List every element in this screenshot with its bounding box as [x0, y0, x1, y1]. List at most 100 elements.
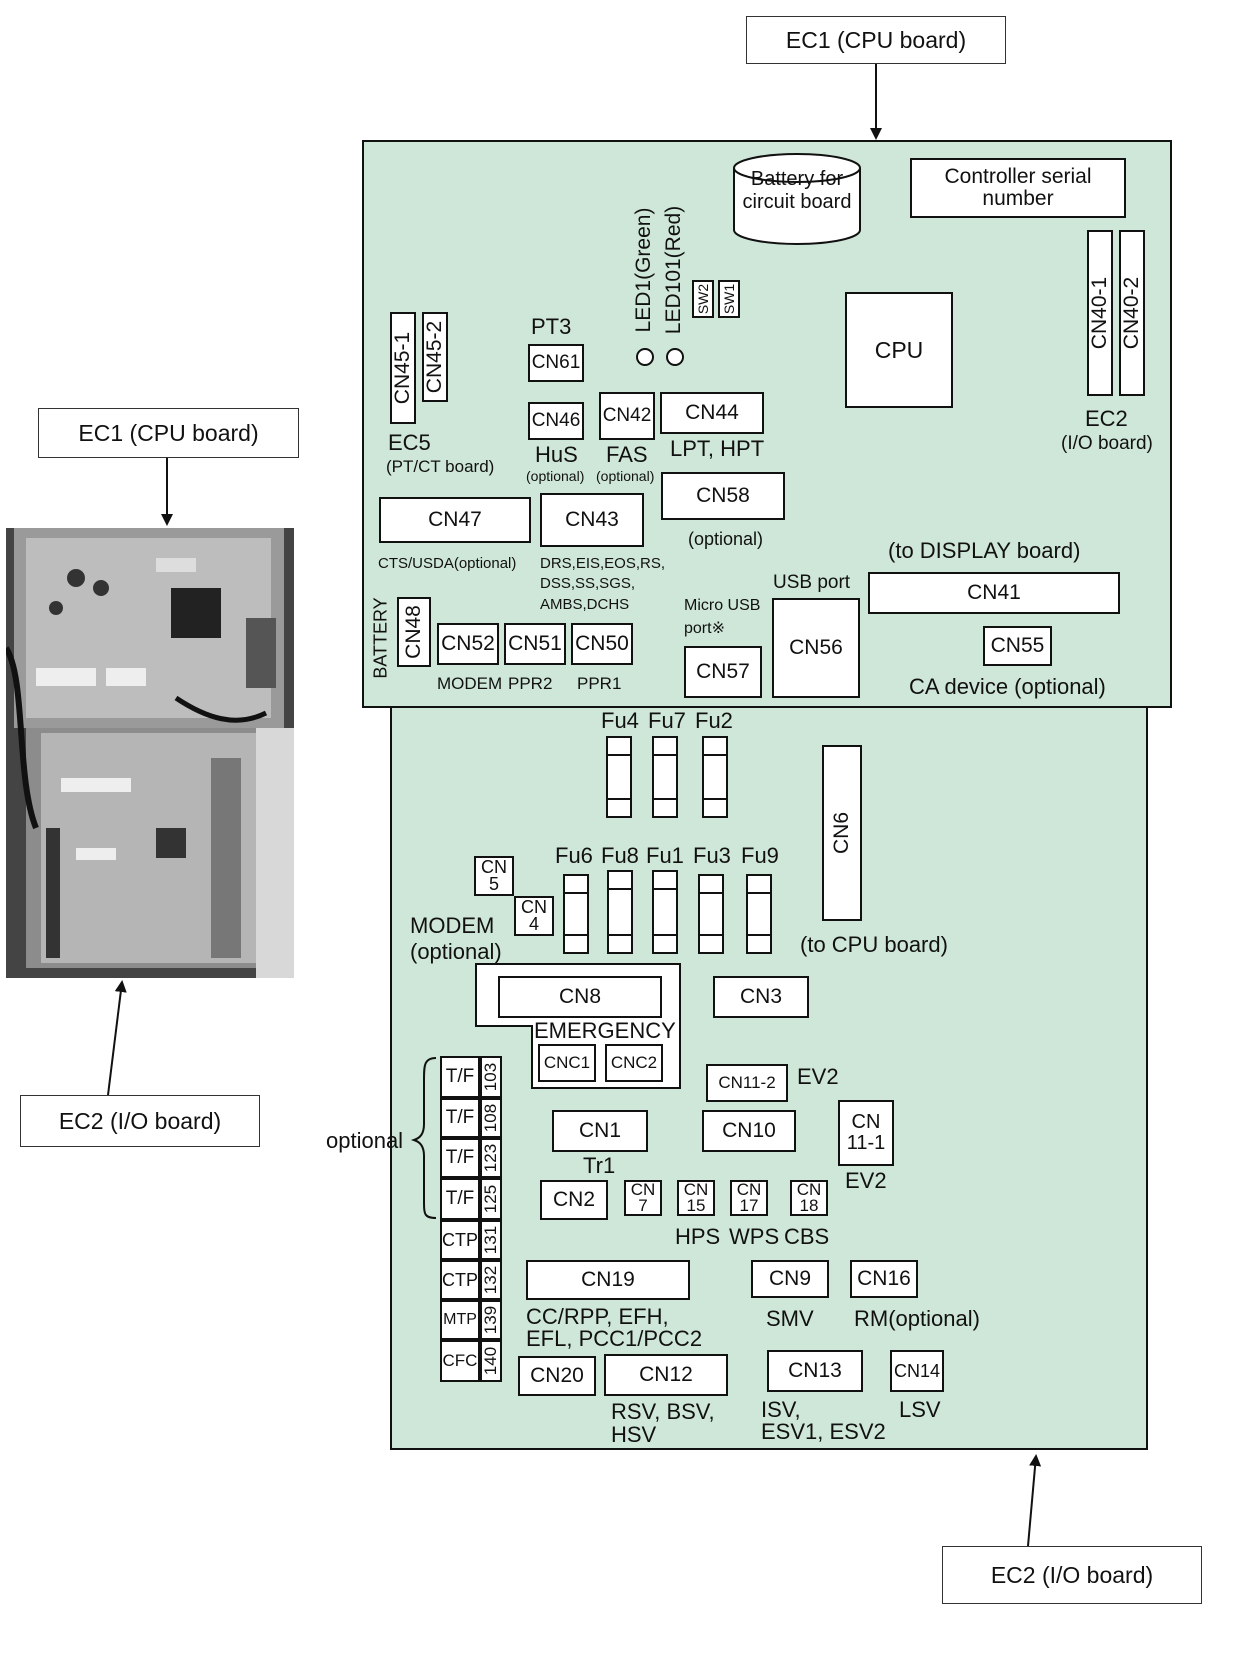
micro-usb-port-label: port※ — [684, 620, 725, 637]
ca-device-label: CA device (optional) — [909, 674, 1106, 699]
fuse-fu8 — [607, 870, 633, 954]
ec2-label: EC2 — [1085, 406, 1128, 431]
cn40-2-connector: CN40-2 — [1119, 230, 1145, 396]
tf-125-block: T/F — [440, 1178, 480, 1220]
micro-usb-label: Micro USB — [684, 597, 761, 614]
callout-ec2-bottom: EC2 (I/O board) — [942, 1546, 1202, 1604]
io-board-label: (I/O board) — [1061, 433, 1153, 454]
cts-usda-label: CTS/USDA(optional) — [378, 555, 517, 572]
tf-123-block: T/F — [440, 1138, 480, 1178]
cn8-connector: CN8 — [498, 976, 662, 1018]
fuse-fu7 — [652, 736, 678, 818]
cn13-signals-line1: ISV, — [761, 1397, 801, 1422]
rm-label: RM(optional) — [854, 1306, 980, 1331]
callout-ec1-left: EC1 (CPU board) — [38, 408, 299, 458]
fu9-label: Fu9 — [741, 843, 779, 868]
ctp-131-block: CTP — [440, 1220, 480, 1260]
fuse-fu1 — [652, 870, 678, 954]
lpt-hpt-label: LPT, HPT — [670, 436, 765, 461]
cn10-connector: CN10 — [702, 1110, 796, 1152]
ppr1-label: PPR1 — [577, 674, 622, 693]
cn43-connector: CN43 — [540, 493, 644, 547]
cn45-1-connector: CN45-1 — [390, 312, 416, 424]
cn1-connector: CN1 — [552, 1110, 648, 1152]
fuse-fu2 — [702, 736, 728, 818]
led101-indicator — [666, 348, 684, 366]
cn14-connector: CN14 — [890, 1350, 944, 1392]
fu7-label: Fu7 — [648, 708, 686, 733]
cn50-connector: CN50 — [571, 623, 633, 665]
terminal-123: 123 — [480, 1138, 502, 1178]
fu3-label: Fu3 — [693, 843, 731, 868]
cn56-usb-connector: CN56 — [772, 598, 860, 698]
cn11-2-connector: CN11-2 — [706, 1064, 788, 1102]
fu8-label: Fu8 — [601, 843, 639, 868]
cn40-1-connector: CN40-1 — [1087, 230, 1113, 396]
cn19-connector: CN19 — [526, 1260, 690, 1300]
terminal-103: 103 — [480, 1056, 502, 1098]
battery-label: Battery for circuit board — [742, 168, 852, 213]
cfc-140-block: CFC — [440, 1340, 480, 1382]
ppr2-label: PPR2 — [508, 674, 553, 693]
fu1-label: Fu1 — [646, 843, 684, 868]
terminal-140: 140 — [480, 1340, 502, 1382]
tf-108-block: T/F — [440, 1098, 480, 1138]
cn51-connector: CN51 — [504, 623, 566, 665]
wps-label: WPS — [729, 1224, 780, 1249]
cpu-chip: CPU — [845, 292, 953, 408]
cn44-connector: CN44 — [660, 392, 764, 434]
tf-103-block: T/F — [440, 1056, 480, 1098]
cn9-connector: CN9 — [751, 1260, 829, 1298]
fu2-label: Fu2 — [695, 708, 733, 733]
cn43-signals-line3: AMBS,DCHS — [540, 596, 630, 613]
modem-label: MODEM — [437, 674, 503, 693]
cn20-connector: CN20 — [518, 1356, 596, 1396]
fu6-label: Fu6 — [555, 843, 593, 868]
cn57-micro-usb-connector: CN57 — [684, 646, 762, 698]
hus-label: HuS — [535, 442, 578, 467]
terminal-131: 131 — [480, 1220, 502, 1260]
led1-indicator — [636, 348, 654, 366]
smv-label: SMV — [766, 1306, 814, 1331]
hus-optional-label: (optional) — [526, 468, 585, 484]
terminal-108: 108 — [480, 1098, 502, 1138]
cbs-label: CBS — [784, 1224, 830, 1249]
ptct-board-label: (PT/CT board) — [386, 457, 495, 476]
cn43-signals-line1: DRS,EIS,EOS,RS, — [540, 555, 666, 572]
cn12-signals-line1: RSV, BSV, — [611, 1399, 715, 1424]
cn55-connector: CN55 — [983, 626, 1052, 666]
cn2-connector: CN2 — [540, 1180, 608, 1220]
terminal-139: 139 — [480, 1300, 502, 1340]
cn13-signals-line2: ESV1, ESV2 — [761, 1419, 886, 1444]
ev2-label-right: EV2 — [845, 1168, 887, 1193]
cn13-connector: CN13 — [767, 1350, 863, 1392]
modem-optional-label: (optional) — [410, 939, 502, 964]
to-display-label: (to DISPLAY board) — [888, 538, 1081, 563]
controller-serial-number: Controller serial number — [910, 158, 1126, 218]
cn42-connector: CN42 — [599, 392, 655, 440]
cn58-connector: CN58 — [661, 472, 785, 520]
cn41-connector: CN41 — [868, 572, 1120, 614]
cn47-connector: CN47 — [379, 497, 531, 543]
cn6-connector: CN6 — [822, 745, 862, 921]
cn12-connector: CN12 — [604, 1354, 728, 1396]
cn16-connector: CN16 — [850, 1260, 918, 1298]
fuse-fu9 — [746, 874, 772, 954]
pt3-label: PT3 — [531, 314, 572, 339]
lsv-label: LSV — [899, 1397, 941, 1422]
fuse-fu4 — [606, 736, 632, 818]
cnc2-connector: CNC2 — [605, 1044, 663, 1082]
arrow-ec2-bottom — [1027, 1454, 1042, 1547]
cn43-signals-line2: DSS,SS,SGS, — [540, 575, 636, 592]
optional-label: optional — [326, 1128, 404, 1153]
callout-ec2-left: EC2 (I/O board) — [20, 1095, 260, 1147]
fas-optional-label: (optional) — [596, 468, 655, 484]
callout-ec1-top: EC1 (CPU board) — [746, 16, 1006, 64]
fas-label: FAS — [606, 442, 648, 467]
